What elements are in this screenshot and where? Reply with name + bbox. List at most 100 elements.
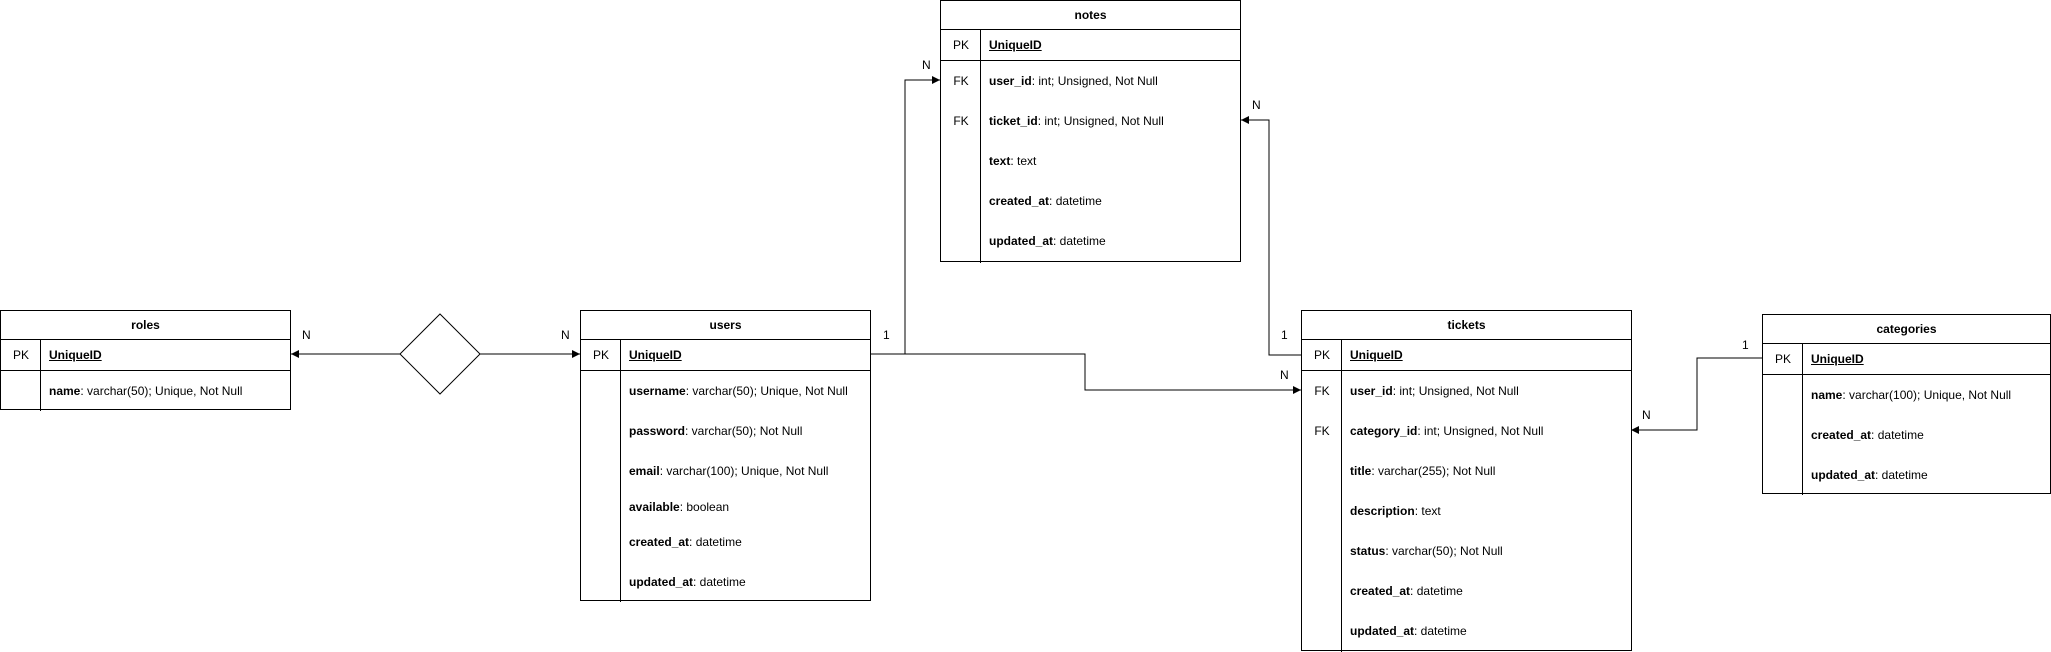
field-key: FK <box>953 114 969 128</box>
pk-name: UniqueID <box>1811 352 1864 366</box>
field-row: description: text <box>1350 503 1441 519</box>
field-row: created_at: datetime <box>1350 583 1463 599</box>
cardinality-tickets-user: N <box>1280 368 1289 382</box>
entity-users[interactable]: users PK UniqueID username: varchar(50);… <box>580 310 871 602</box>
field-key: FK <box>953 74 969 88</box>
connector-users-tickets[interactable] <box>905 353 1301 394</box>
field-row: updated_at: datetime <box>629 574 746 590</box>
entity-title: users <box>581 311 870 340</box>
entity-categories[interactable]: categories PK UniqueID name: varchar(100… <box>1762 314 2051 495</box>
connector-users-notes[interactable] <box>870 76 940 355</box>
primary-key-row: PK UniqueID <box>581 340 870 371</box>
field-type: : varchar(255); Not Null <box>1371 464 1496 478</box>
field-type: : datetime <box>693 575 746 589</box>
field-name: created_at <box>989 194 1050 208</box>
connector-categories-tickets[interactable] <box>1631 357 1762 434</box>
primary-key-row: PK UniqueID <box>1 340 290 371</box>
cardinality-tickets-one: 1 <box>1281 328 1288 342</box>
pk-name: UniqueID <box>49 348 102 362</box>
field-row: status: varchar(50); Not Null <box>1350 543 1503 559</box>
field-type: : datetime <box>1410 584 1463 598</box>
field-name: created_at <box>1350 584 1411 598</box>
entity-title: roles <box>1 311 290 340</box>
field-name: description <box>1350 504 1415 518</box>
pk-label: PK <box>592 348 609 362</box>
field-type: : int; Unsigned, Not Null <box>1031 74 1158 88</box>
field-type: : int; Unsigned, Not Null <box>1417 424 1544 438</box>
field-row: updated_at: datetime <box>989 233 1106 249</box>
field-type: : datetime <box>1049 194 1102 208</box>
field-list: FK user_id: int; Unsigned, Not Null FK t… <box>941 61 1240 263</box>
field-type: : boolean <box>679 500 730 514</box>
field-name: ticket_id <box>989 114 1038 128</box>
field-type: : datetime <box>1414 624 1467 638</box>
field-name: created_at <box>1811 428 1872 442</box>
field-name: created_at <box>629 535 690 549</box>
field-type: : varchar(50); Not Null <box>1385 544 1503 558</box>
field-row: updated_at: datetime <box>1350 623 1467 639</box>
field-type: : varchar(50); Unique, Not Null <box>685 384 848 398</box>
field-row: updated_at: datetime <box>1811 467 1928 483</box>
field-row: created_at: datetime <box>1811 427 1924 443</box>
field-list: username: varchar(50); Unique, Not Null … <box>581 371 870 602</box>
field-name: category_id <box>1350 424 1418 438</box>
field-row: username: varchar(50); Unique, Not Null <box>629 383 848 399</box>
pk-label: PK <box>12 348 29 362</box>
relationship-diamond[interactable] <box>399 313 481 395</box>
primary-key-row: PK UniqueID <box>1763 344 2050 375</box>
pk-label: PK <box>1313 348 1330 362</box>
field-name: updated_at <box>1811 468 1876 482</box>
field-name: email <box>629 464 660 478</box>
field-type: : datetime <box>689 535 742 549</box>
field-name: text <box>989 154 1011 168</box>
field-name: user_id <box>989 74 1032 88</box>
field-name: name <box>1811 388 1843 402</box>
field-row: title: varchar(255); Not Null <box>1350 463 1495 479</box>
field-name: username <box>629 384 686 398</box>
pk-label: PK <box>952 38 969 52</box>
field-row: email: varchar(100); Unique, Not Null <box>629 463 828 479</box>
field-name: title <box>1350 464 1372 478</box>
field-row: created_at: datetime <box>989 193 1102 209</box>
field-type: : int; Unsigned, Not Null <box>1392 384 1519 398</box>
cardinality-users-one: 1 <box>883 328 890 342</box>
cardinality-notes-ticket: N <box>1252 98 1261 112</box>
field-list: name: varchar(100); Unique, Not Null cre… <box>1763 375 2050 495</box>
field-type: : varchar(50); Not Null <box>685 424 803 438</box>
connector-tickets-notes[interactable] <box>1241 116 1301 356</box>
field-row: text: text <box>989 153 1036 169</box>
field-row: created_at: datetime <box>629 534 742 550</box>
field-name: password <box>629 424 686 438</box>
cardinality-notes-user: N <box>922 58 931 72</box>
field-row: name: varchar(100); Unique, Not Null <box>1811 387 2011 403</box>
entity-notes[interactable]: notes PK UniqueID FK user_id: int; Unsig… <box>940 0 1241 263</box>
entity-title: tickets <box>1302 311 1631 340</box>
field-list: name: varchar(50); Unique, Not Null <box>1 371 290 411</box>
field-name: available <box>629 500 680 514</box>
field-type: : int; Unsigned, Not Null <box>1037 114 1164 128</box>
field-type: : datetime <box>1875 468 1928 482</box>
cardinality-users-roles: N <box>561 328 570 342</box>
field-row: name: varchar(50); Unique, Not Null <box>49 383 242 399</box>
field-type: : text <box>1414 504 1441 518</box>
pk-name: UniqueID <box>629 348 682 362</box>
field-name: updated_at <box>629 575 694 589</box>
field-row: available: boolean <box>629 499 729 515</box>
entity-tickets[interactable]: tickets PK UniqueID FK user_id: int; Uns… <box>1301 310 1632 652</box>
entity-roles[interactable]: roles PK UniqueID name: varchar(50); Uni… <box>0 310 291 411</box>
field-name: name <box>49 384 81 398</box>
cardinality-tickets-category: N <box>1642 408 1651 422</box>
field-name: updated_at <box>989 234 1054 248</box>
cardinality-categories-one: 1 <box>1742 338 1749 352</box>
field-row: user_id: int; Unsigned, Not Null <box>989 73 1158 89</box>
field-row: ticket_id: int; Unsigned, Not Null <box>989 113 1164 129</box>
field-name: user_id <box>1350 384 1393 398</box>
field-type: : text <box>1010 154 1037 168</box>
pk-name: UniqueID <box>989 38 1042 52</box>
primary-key-row: PK UniqueID <box>941 30 1240 61</box>
field-type: : datetime <box>1871 428 1924 442</box>
field-key: FK <box>1314 384 1330 398</box>
field-type: : varchar(100); Unique, Not Null <box>1842 388 2012 402</box>
field-row: category_id: int; Unsigned, Not Null <box>1350 423 1543 439</box>
